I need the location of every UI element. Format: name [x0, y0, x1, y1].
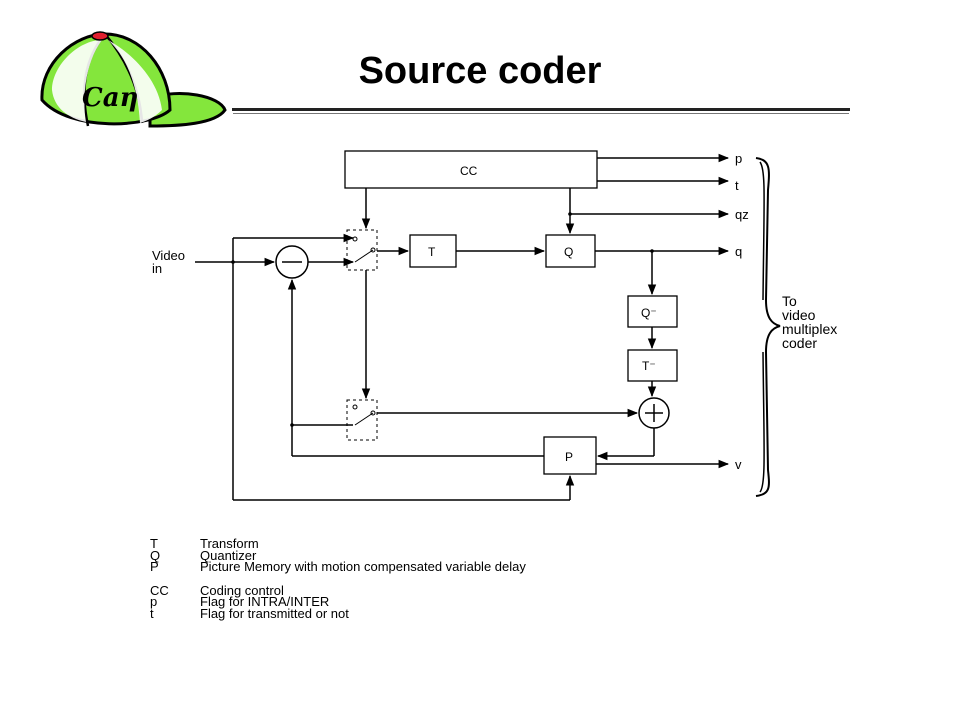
inverse-transform-block	[627, 349, 678, 382]
legend-desc: Picture Memory with motion compensated v…	[200, 559, 526, 574]
legend-abbr: t	[150, 605, 154, 621]
brace-label-line3: multiplex	[782, 321, 837, 337]
logo-cap-icon: Caη	[40, 31, 227, 128]
legend: T Transform Q Quantizer P Picture Memory…	[150, 538, 590, 628]
brace-label-line2: video	[782, 307, 816, 323]
quantizer-block	[545, 234, 596, 268]
output-brace	[755, 157, 781, 497]
brace-label-line1: To	[782, 293, 797, 309]
legend-row: CC Coding control	[150, 582, 590, 598]
picture-memory-block	[543, 436, 597, 475]
logo-text: Caη	[82, 83, 138, 113]
output-t-label: t	[735, 178, 739, 193]
t-block-label: T	[428, 245, 436, 259]
legend-abbr: T	[150, 538, 158, 551]
legend-abbr: CC	[150, 582, 169, 598]
video-in-label-line1: Video	[152, 248, 185, 263]
video-in-label-line2: in	[152, 261, 162, 276]
legend-row: t Flag for transmitted or not	[150, 605, 590, 621]
p-block-label: P	[565, 450, 573, 464]
legend-desc: Flag for transmitted or not	[200, 605, 349, 621]
legend-row: T Transform	[150, 538, 590, 550]
legend-abbr: p	[150, 594, 158, 609]
output-qz-label: qz	[735, 207, 749, 222]
intra-inter-switch-top	[346, 229, 378, 271]
legend-desc: Flag for INTRA/INTER	[200, 594, 330, 609]
legend-abbr: Q	[150, 547, 161, 563]
brace-label-line4: coder	[782, 335, 817, 351]
legend-abbr: P	[150, 559, 159, 574]
legend-desc: Coding control	[200, 582, 284, 598]
output-q-label: q	[735, 244, 742, 259]
legend-desc: Transform	[200, 538, 259, 551]
tinv-block-label: T⁻	[642, 359, 656, 373]
q-block-label: Q	[564, 245, 573, 259]
output-p-label: p	[735, 151, 742, 166]
legend-desc: Quantizer	[200, 547, 257, 563]
inverse-quantizer-block	[627, 295, 678, 328]
coding-control-block	[344, 150, 598, 189]
legend-row: P Picture Memory with motion compensated…	[150, 559, 590, 574]
intra-inter-switch-bottom	[346, 399, 378, 441]
legend-row: Q Quantizer	[150, 547, 590, 563]
qinv-block-label: Q⁻	[641, 306, 657, 320]
title-underline	[232, 108, 850, 111]
transform-block	[409, 234, 457, 268]
cc-block-label: CC	[460, 164, 478, 178]
legend-row: p Flag for INTRA/INTER	[150, 594, 590, 609]
output-v-label: v	[735, 457, 742, 472]
page-title: Source coder	[358, 50, 602, 92]
